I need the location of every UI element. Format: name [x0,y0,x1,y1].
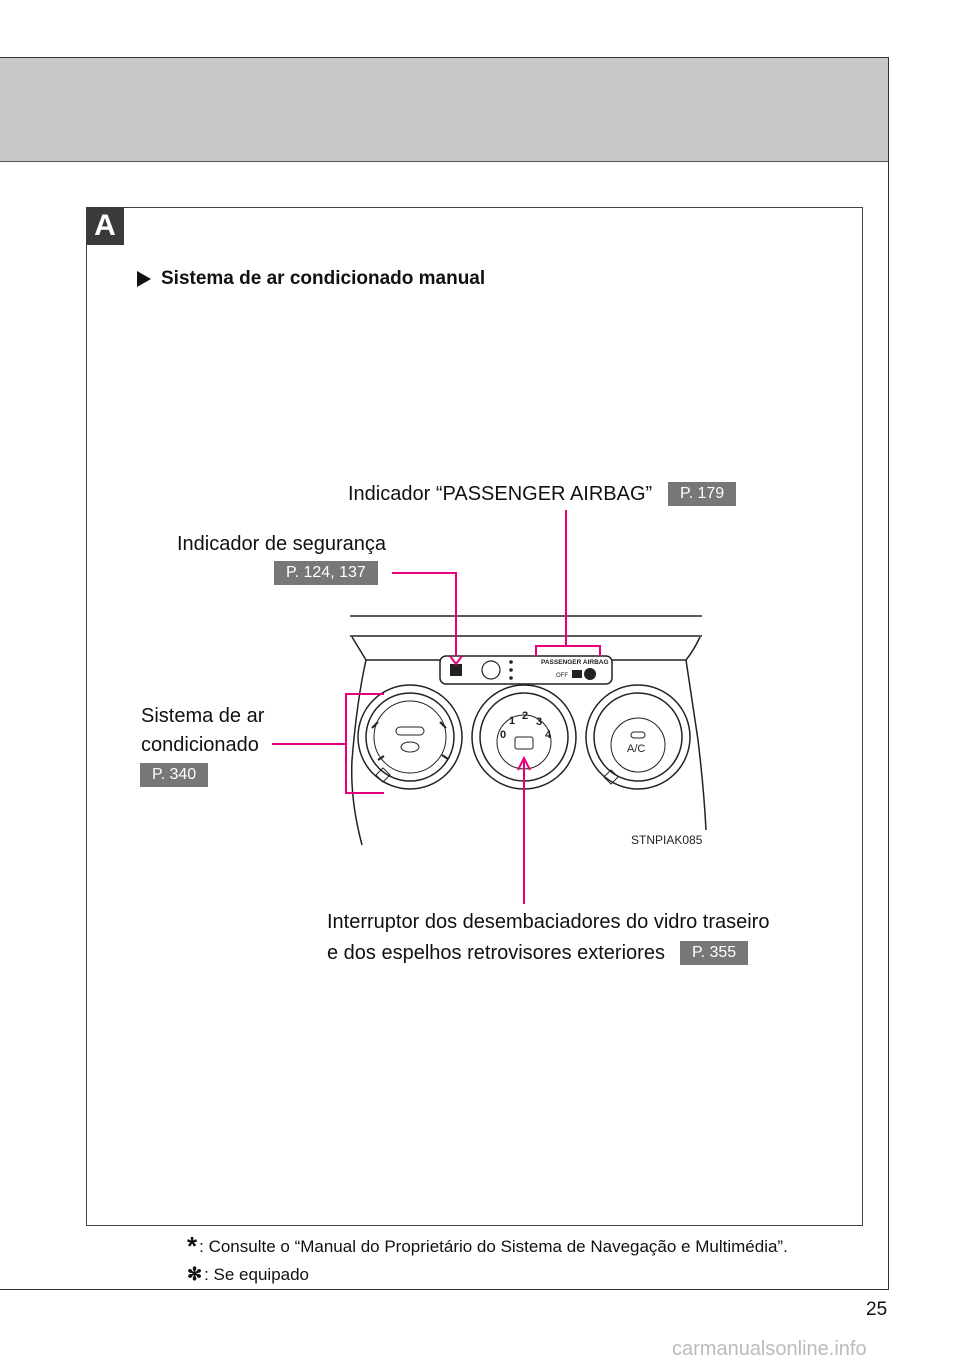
svg-text:2: 2 [522,710,528,722]
svg-text:OFF: OFF [556,673,568,679]
ac-button-label: A/C [627,743,645,755]
svg-text:0: 0 [500,729,506,741]
svg-text:4: 4 [545,729,552,741]
header-band [0,57,889,162]
callout-desembaciadores-page[interactable]: P. 355 [680,941,749,965]
callout-passenger-airbag-page[interactable]: P. 179 [668,482,737,506]
callout-desembaciadores-label-2: e dos espelhos retrovisores exteriores [327,942,665,964]
seatbelt-indicator-icon [450,664,462,676]
footnote-text: : Se equipado [204,1265,310,1284]
callout-seguranca-page[interactable]: P. 124, 137 [274,561,378,585]
triangle-bullet-icon [137,271,151,287]
fan-knob: 0 1 2 3 4 [471,684,577,790]
callout-ar-condicionado-label-2: condicionado [141,734,259,756]
rear-defogger-button-icon [514,736,534,750]
callout-ar-condicionado-label-1: Sistema de ar [141,705,265,727]
callout-passenger-airbag-label: Indicador “PASSENGER AIRBAG” [348,483,653,505]
section-box [86,207,863,1226]
asterisk-icon: * [187,1231,198,1261]
footnote-equipped: ✻ : Se equipado [187,1265,309,1285]
section-heading-text: Sistema de ar condicionado manual [161,268,486,289]
indicator-strip [439,655,613,685]
callout-ar-condicionado-page[interactable]: P. 340 [140,763,209,787]
svg-text:3: 3 [536,716,542,728]
footnote-text: : Consulte o “Manual do Proprietário do … [199,1237,788,1256]
illustration-code: STNPIAK085 [631,833,703,847]
airbag-on-indicator-icon [584,668,596,680]
callout-desembaciadores-label-1: Interruptor dos desembaciadores do vidro… [327,911,770,933]
panel-airbag-text: PASSENGER AIRBAG [541,659,609,666]
section-tag: A [86,207,124,245]
svg-text:1: 1 [509,715,515,727]
temperature-knob [357,684,463,790]
leader-lines [272,510,601,904]
footnote-navigation: * : Consulte o “Manual do Proprietário d… [187,1231,788,1261]
watermark: carmanualsonline.info [672,1338,867,1360]
section-heading: Sistema de ar condicionado manual [137,268,485,290]
star-asterisk-icon: ✻ [187,1264,203,1284]
page-frame [0,57,889,1290]
callout-seguranca-label: Indicador de segurança [177,533,387,555]
mode-knob: A/C [585,684,691,790]
page-number: 25 [866,1299,888,1320]
